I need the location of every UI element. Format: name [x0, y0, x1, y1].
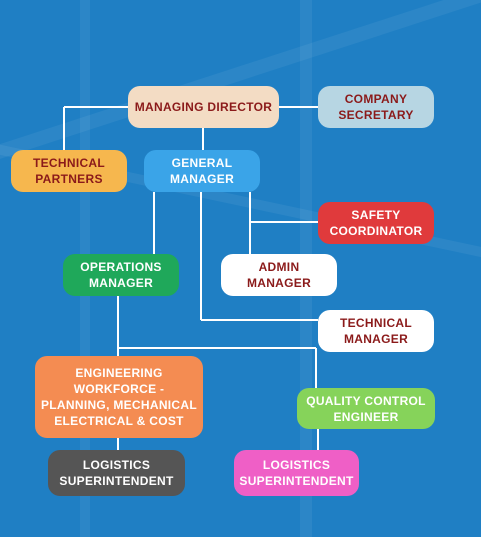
managing-director-label: MANAGING DIRECTOR	[134, 100, 273, 114]
quality-control-engineer-node: QUALITY CONTROL ENGINEER	[297, 388, 435, 429]
general-manager-label: GENERAL MANAGER	[169, 156, 235, 186]
technical-partners-label: TECHNICAL PARTNERS	[32, 156, 106, 186]
general-manager-node: GENERAL MANAGER	[144, 150, 260, 192]
safety-coordinator-node: SAFETY COORDINATOR	[318, 202, 434, 244]
technical-manager-label: TECHNICAL MANAGER	[339, 316, 413, 346]
operations-manager-node: OPERATIONS MANAGER	[63, 254, 179, 296]
safety-coordinator-label: SAFETY COORDINATOR	[329, 208, 423, 238]
admin-manager-label: ADMIN MANAGER	[246, 260, 312, 290]
operations-manager-label: OPERATIONS MANAGER	[80, 260, 162, 290]
company-secretary-node: COMPANY SECRETARY	[318, 86, 434, 128]
engineering-workforce-node: ENGINEERING WORKFORCE - PLANNING, MECHAN…	[35, 356, 203, 438]
logistics-superintendent-right-node: LOGISTICS SUPERINTENDENT	[234, 450, 359, 496]
engineering-workforce-label: ENGINEERING WORKFORCE - PLANNING, MECHAN…	[41, 366, 197, 428]
logistics-superintendent-left-label: LOGISTICS SUPERINTENDENT	[59, 458, 174, 488]
logistics-superintendent-right-label: LOGISTICS SUPERINTENDENT	[239, 458, 354, 488]
company-secretary-label: COMPANY SECRETARY	[338, 92, 414, 122]
logistics-superintendent-left-node: LOGISTICS SUPERINTENDENT	[48, 450, 185, 496]
technical-manager-node: TECHNICAL MANAGER	[318, 310, 434, 352]
technical-partners-node: TECHNICAL PARTNERS	[11, 150, 127, 192]
managing-director-node: MANAGING DIRECTOR	[128, 86, 279, 128]
admin-manager-node: ADMIN MANAGER	[221, 254, 337, 296]
quality-control-engineer-label: QUALITY CONTROL ENGINEER	[306, 393, 426, 424]
